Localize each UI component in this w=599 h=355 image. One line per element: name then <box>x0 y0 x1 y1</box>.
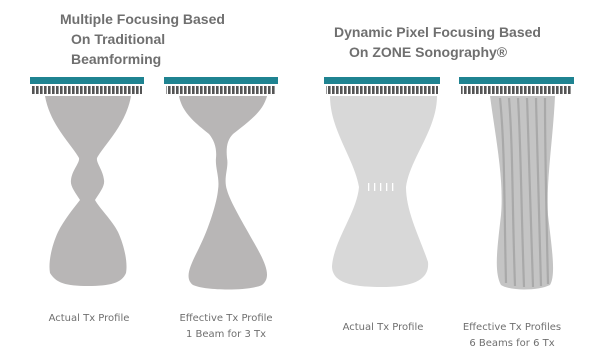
left-title-line-3: Beamforming <box>71 51 162 67</box>
caption-line: Actual Tx Profile <box>342 322 424 333</box>
right-title-line-1: Dynamic Pixel Focusing Based <box>334 24 541 40</box>
caption-line: 6 Beams for 6 Tx <box>469 338 555 349</box>
caption-line: Effective Tx Profile <box>179 313 273 324</box>
transducer-2 <box>164 77 278 94</box>
transducer-3 <box>324 77 440 94</box>
caption-actual-tx-profile-left: Actual Tx Profile <box>24 311 154 327</box>
transducer-4 <box>459 77 574 94</box>
transducer-1 <box>30 77 144 94</box>
beam-lines <box>498 97 550 288</box>
beam-profile-actual-zone <box>330 96 437 287</box>
transducer-bar <box>459 77 574 84</box>
left-title-line-1: Multiple Focusing Based <box>60 11 225 27</box>
transducer-bar <box>324 77 440 84</box>
transducer-elements <box>461 86 572 94</box>
caption-effective-tx-profiles: Effective Tx Profiles 6 Beams for 6 Tx <box>447 320 577 352</box>
caption-line: 1 Beam for 3 Tx <box>185 329 267 340</box>
transducer-elements <box>32 86 142 94</box>
right-title-line-2: On ZONE Sonography® <box>349 44 508 60</box>
transducer-bar <box>164 77 278 84</box>
caption-actual-tx-profile-right: Actual Tx Profile <box>318 320 448 336</box>
caption-line: Effective Tx Profiles <box>462 322 562 333</box>
transducer-elements <box>166 86 276 94</box>
beam-profile-effective-1-beam <box>179 96 268 290</box>
beam-profile-actual-multifocus <box>45 96 131 286</box>
left-section-title: Multiple Focusing Based On Traditional B… <box>60 9 225 69</box>
left-title-line-2: On Traditional <box>71 31 166 47</box>
right-section-title: Dynamic Pixel Focusing Based On ZONE Son… <box>334 22 541 62</box>
beam-profile-effective-6-beams <box>490 96 555 290</box>
caption-line: Actual Tx Profile <box>48 313 130 324</box>
transducer-bar <box>30 77 144 84</box>
focus-marks <box>368 183 394 191</box>
caption-effective-tx-profile: Effective Tx Profile 1 Beam for 3 Tx <box>161 311 291 343</box>
transducer-elements <box>326 86 438 94</box>
